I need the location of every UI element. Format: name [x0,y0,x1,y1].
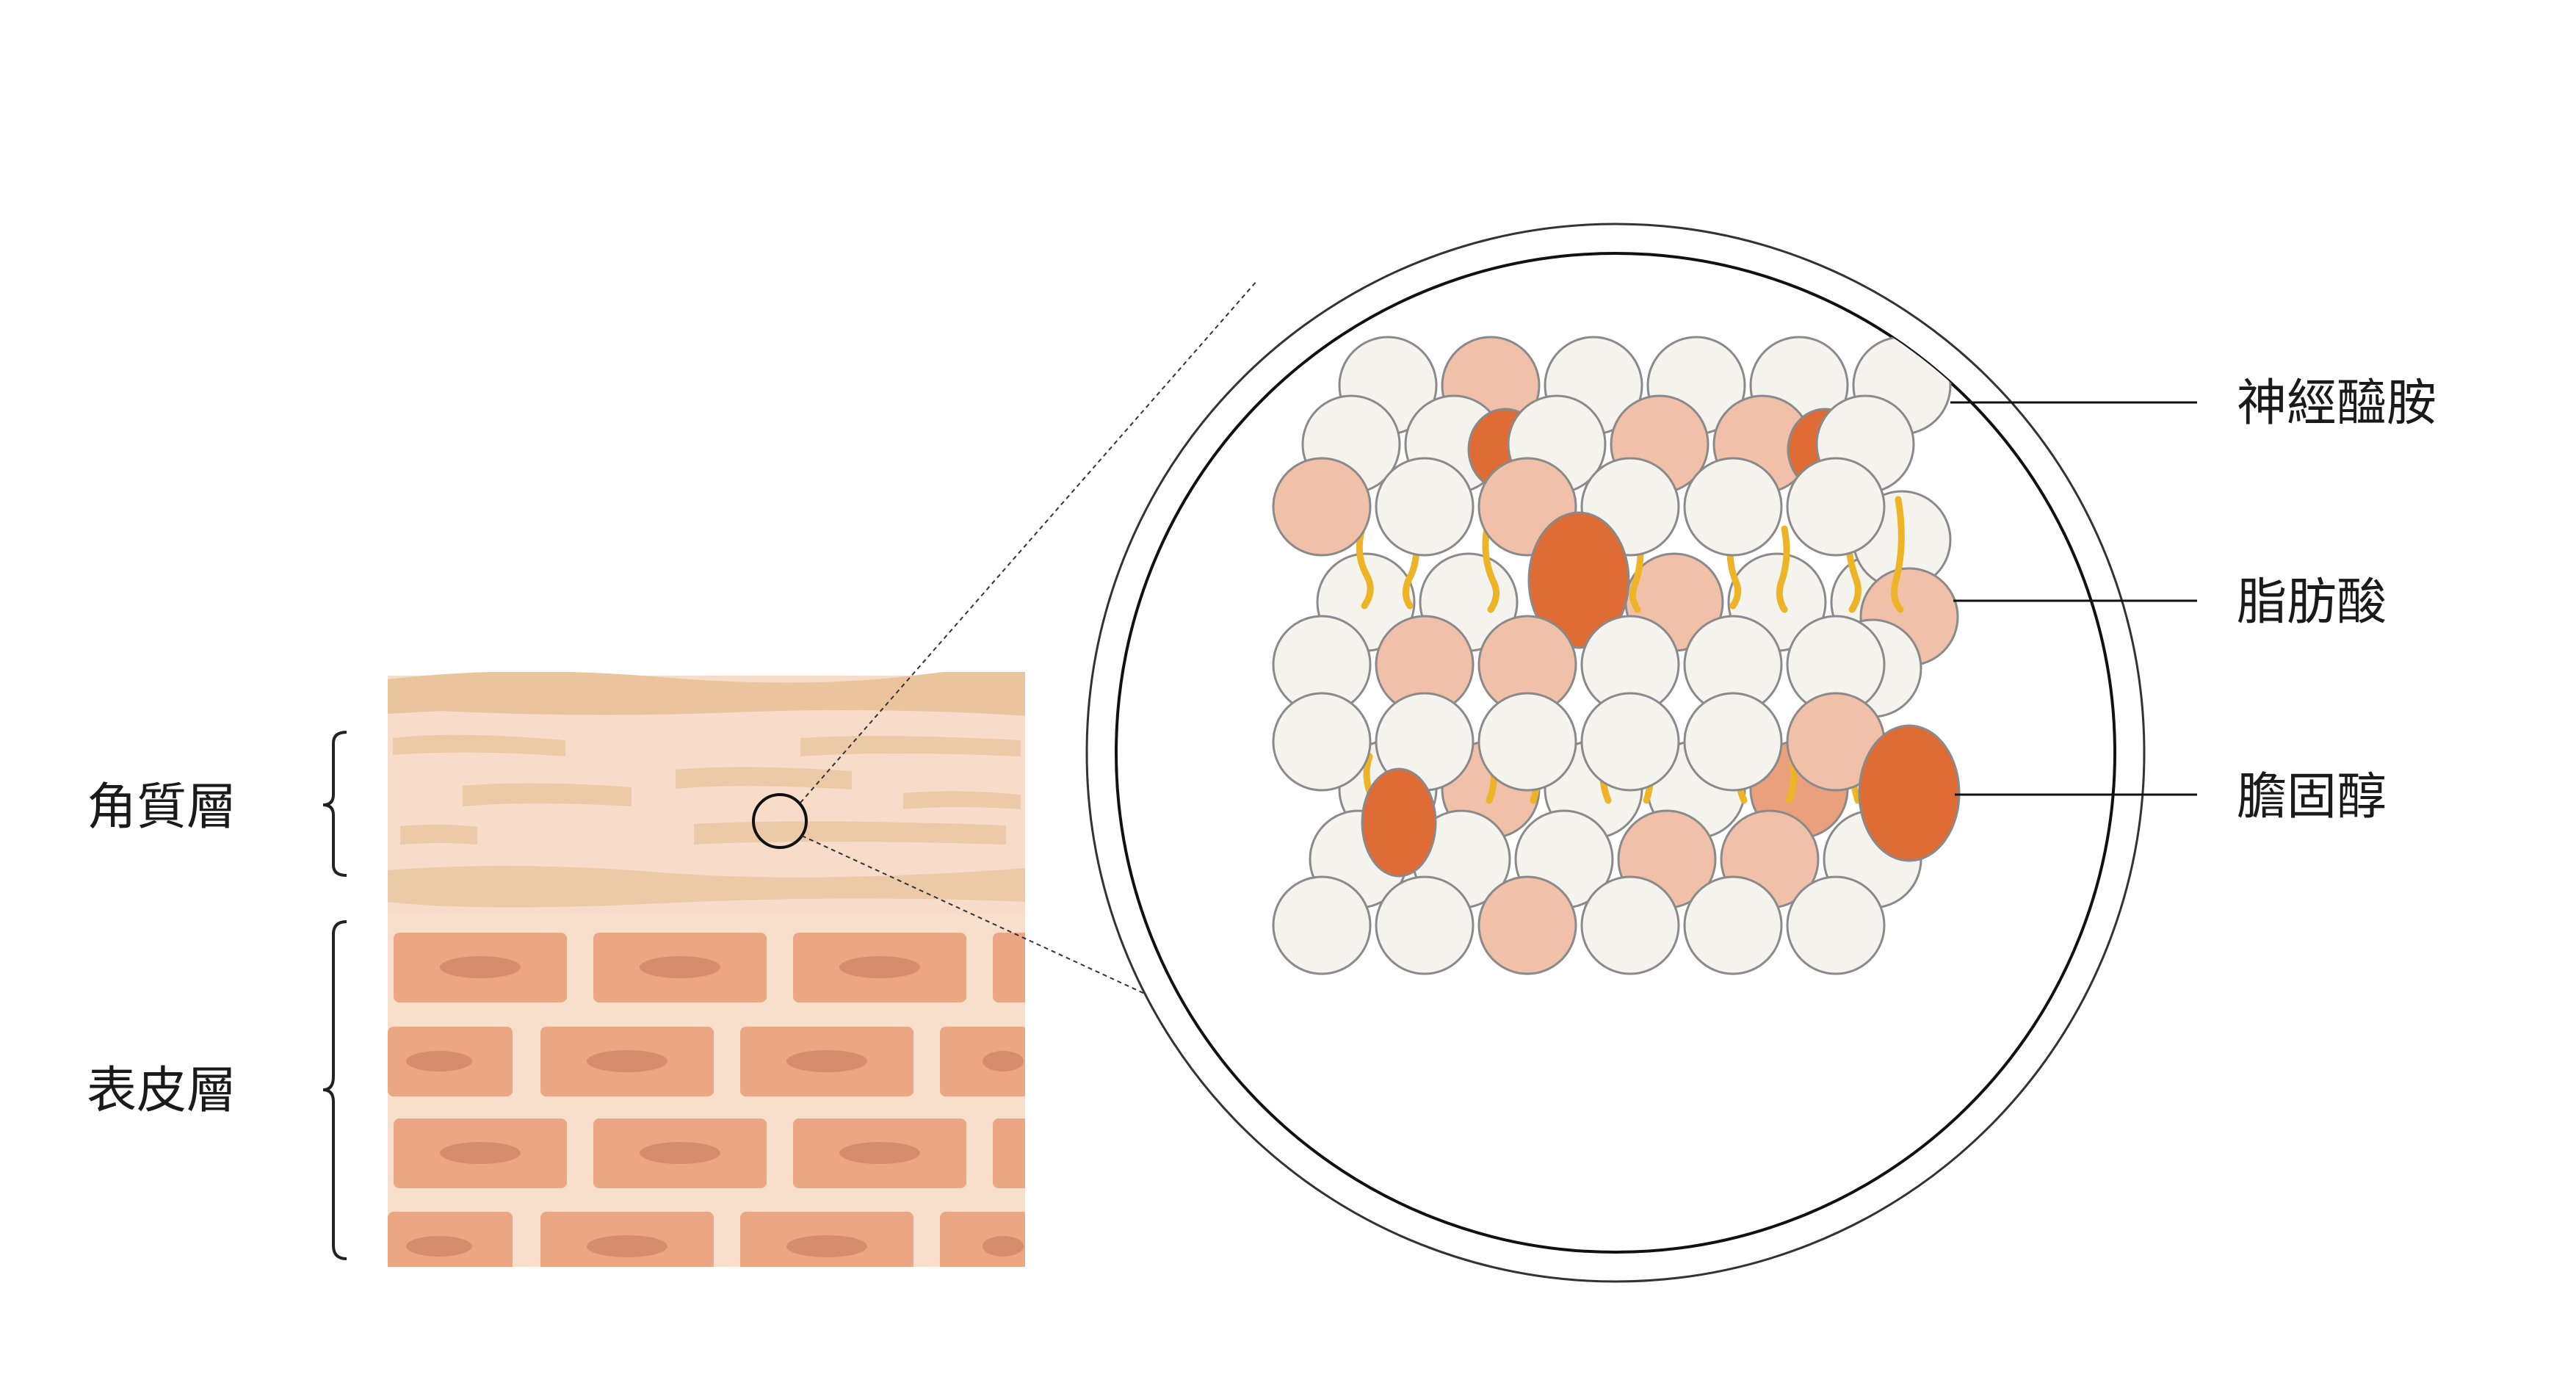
magnifier-focus-circle [752,793,808,849]
brick-row-3 [394,1118,1025,1188]
ceramide-label: 神經醯胺 [2237,375,2436,433]
stratum-corneum-brace [322,731,347,877]
brick-row-2 [388,1027,1025,1096]
skin-block [388,672,1025,1267]
stratum-corneum-label: 角質層 [87,778,236,836]
corneum-flakes [388,734,1025,908]
brick-row-1 [394,933,1025,1002]
magnifier-guide-bottom [801,835,1249,1042]
epidermis-label: 表皮層 [87,1062,236,1120]
front-cells [1272,457,1961,975]
cholesterol-label: 膽固醇 [2237,768,2387,826]
corneum-top-band [388,672,1025,716]
lipid-bilayer [1272,336,1961,975]
fatty-acid-label: 脂肪酸 [2237,574,2387,632]
epidermis-brace [322,920,347,1260]
epidermis-cells [388,933,1025,1267]
brick-row-4 [388,1212,1025,1267]
magnifier-guide-top [800,280,1258,803]
